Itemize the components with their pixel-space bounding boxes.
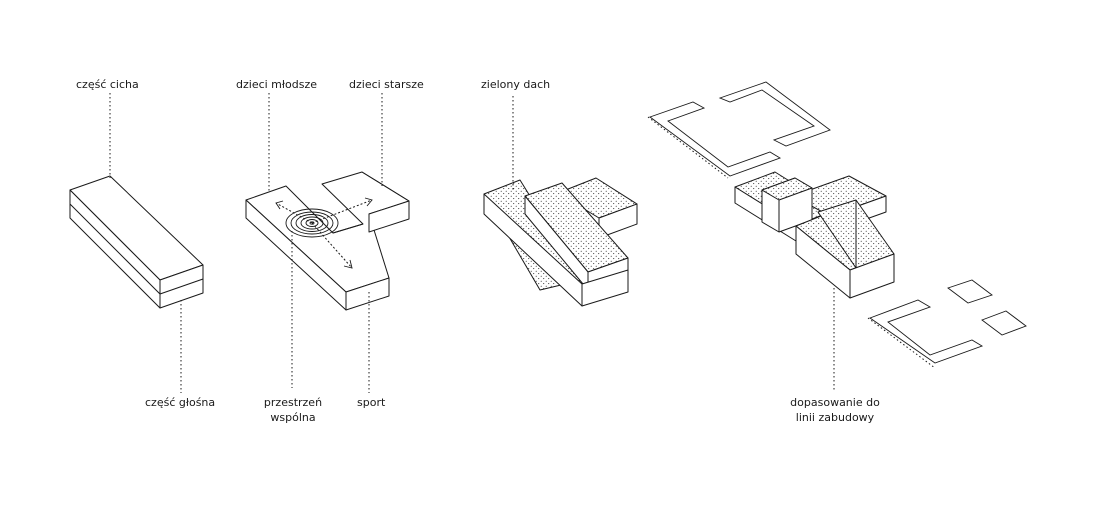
label-quiet: część cicha <box>76 78 139 91</box>
label-sport: sport <box>357 396 386 409</box>
building-line-top-outline <box>647 81 831 179</box>
massing-fitted <box>734 171 895 299</box>
massing-green-roof <box>483 177 638 307</box>
massing-functions <box>245 171 410 311</box>
label-fit-line1: dopasowanie do <box>790 396 880 409</box>
label-fit: dopasowanie do linii zabudowy <box>784 395 886 425</box>
building-line-bottom-outline <box>867 279 1027 369</box>
massing-quiet-loud <box>69 175 204 309</box>
label-common-line2: wspólna <box>270 411 316 424</box>
label-green-roof: zielony dach <box>481 78 551 91</box>
label-older: dzieci starsze <box>349 78 424 91</box>
common-space-rings-icon <box>285 208 339 238</box>
label-fit-line2: linii zabudowy <box>795 411 875 424</box>
label-common: przestrzeń wspólna <box>262 395 324 425</box>
direction-arrows <box>275 197 373 269</box>
label-younger: dzieci młodsze <box>236 78 318 91</box>
label-common-line1: przestrzeń <box>263 396 323 409</box>
label-loud: część głośna <box>145 396 216 409</box>
